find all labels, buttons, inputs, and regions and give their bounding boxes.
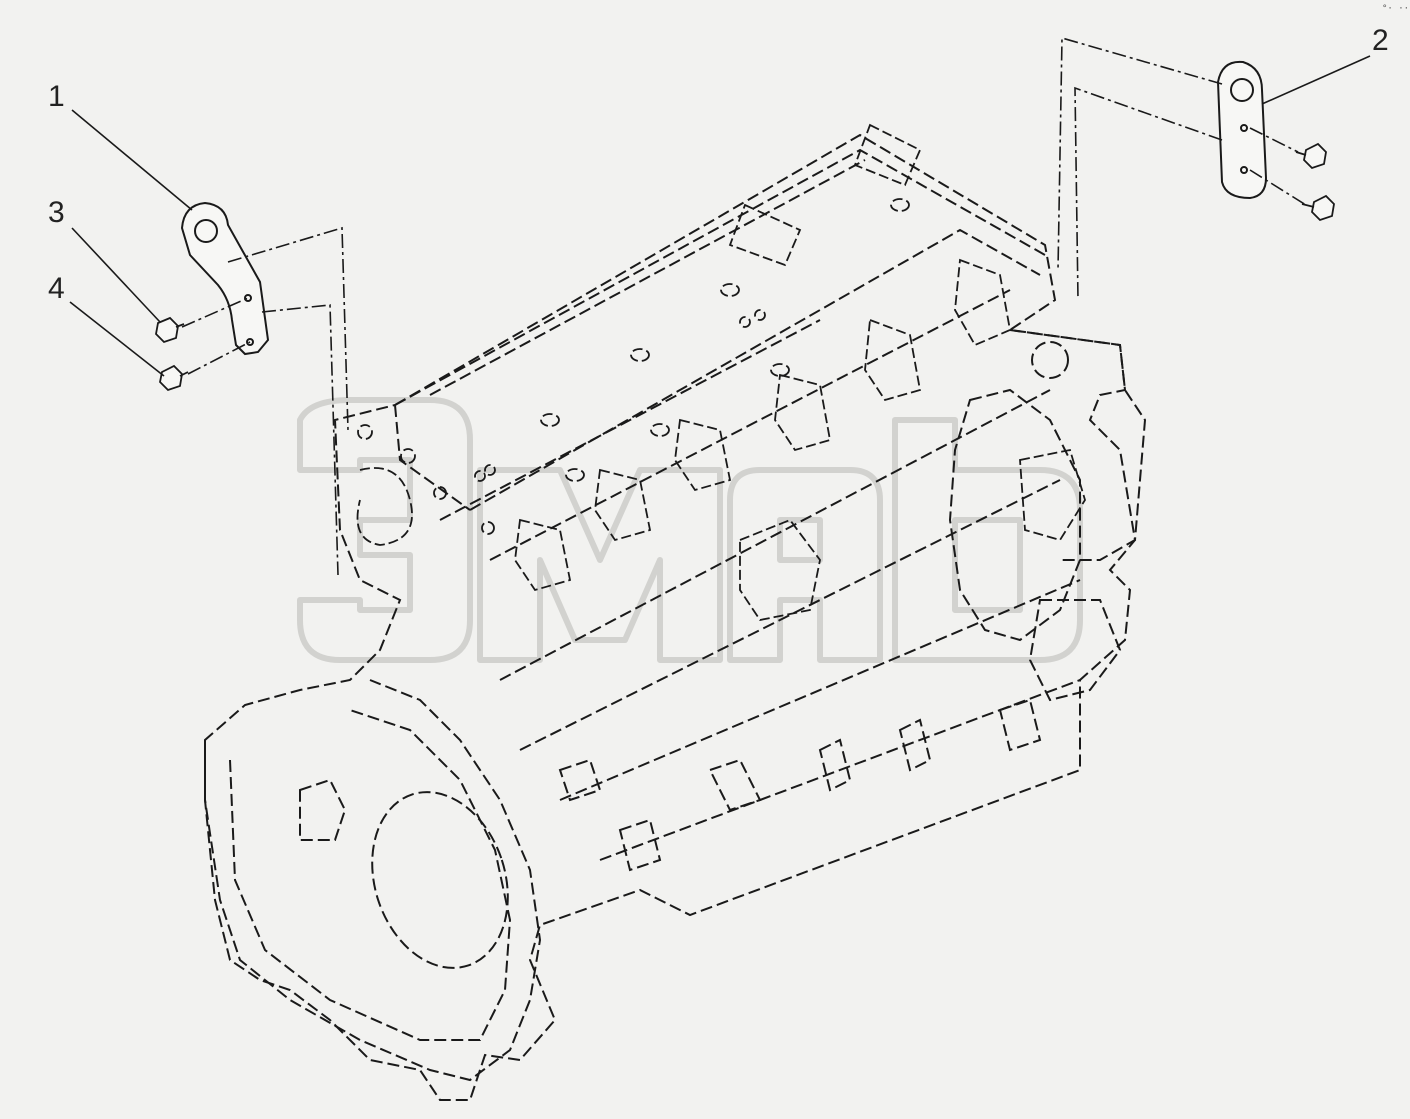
watermark: [297, 397, 1083, 663]
callout-label-3: 3: [48, 196, 65, 229]
callout-leaders: [69, 55, 1371, 377]
callout-label-2: 2: [1372, 24, 1389, 57]
bolt-4: [159, 364, 189, 392]
lifting-bracket-1: [180, 201, 270, 356]
assembly-guide-lines: [181, 36, 1307, 576]
engine-block: [204, 133, 1147, 1101]
callout-label-4: 4: [48, 272, 65, 305]
callout-label-1: 1: [48, 80, 65, 113]
head-details: [356, 123, 1086, 622]
bolt-3: [155, 316, 185, 344]
bolt-right-lower: [1301, 194, 1335, 222]
corner-mark: °· ··: [1382, 4, 1410, 14]
lifting-bracket-2: [1216, 60, 1268, 200]
bolt-right-upper: [1295, 142, 1327, 170]
